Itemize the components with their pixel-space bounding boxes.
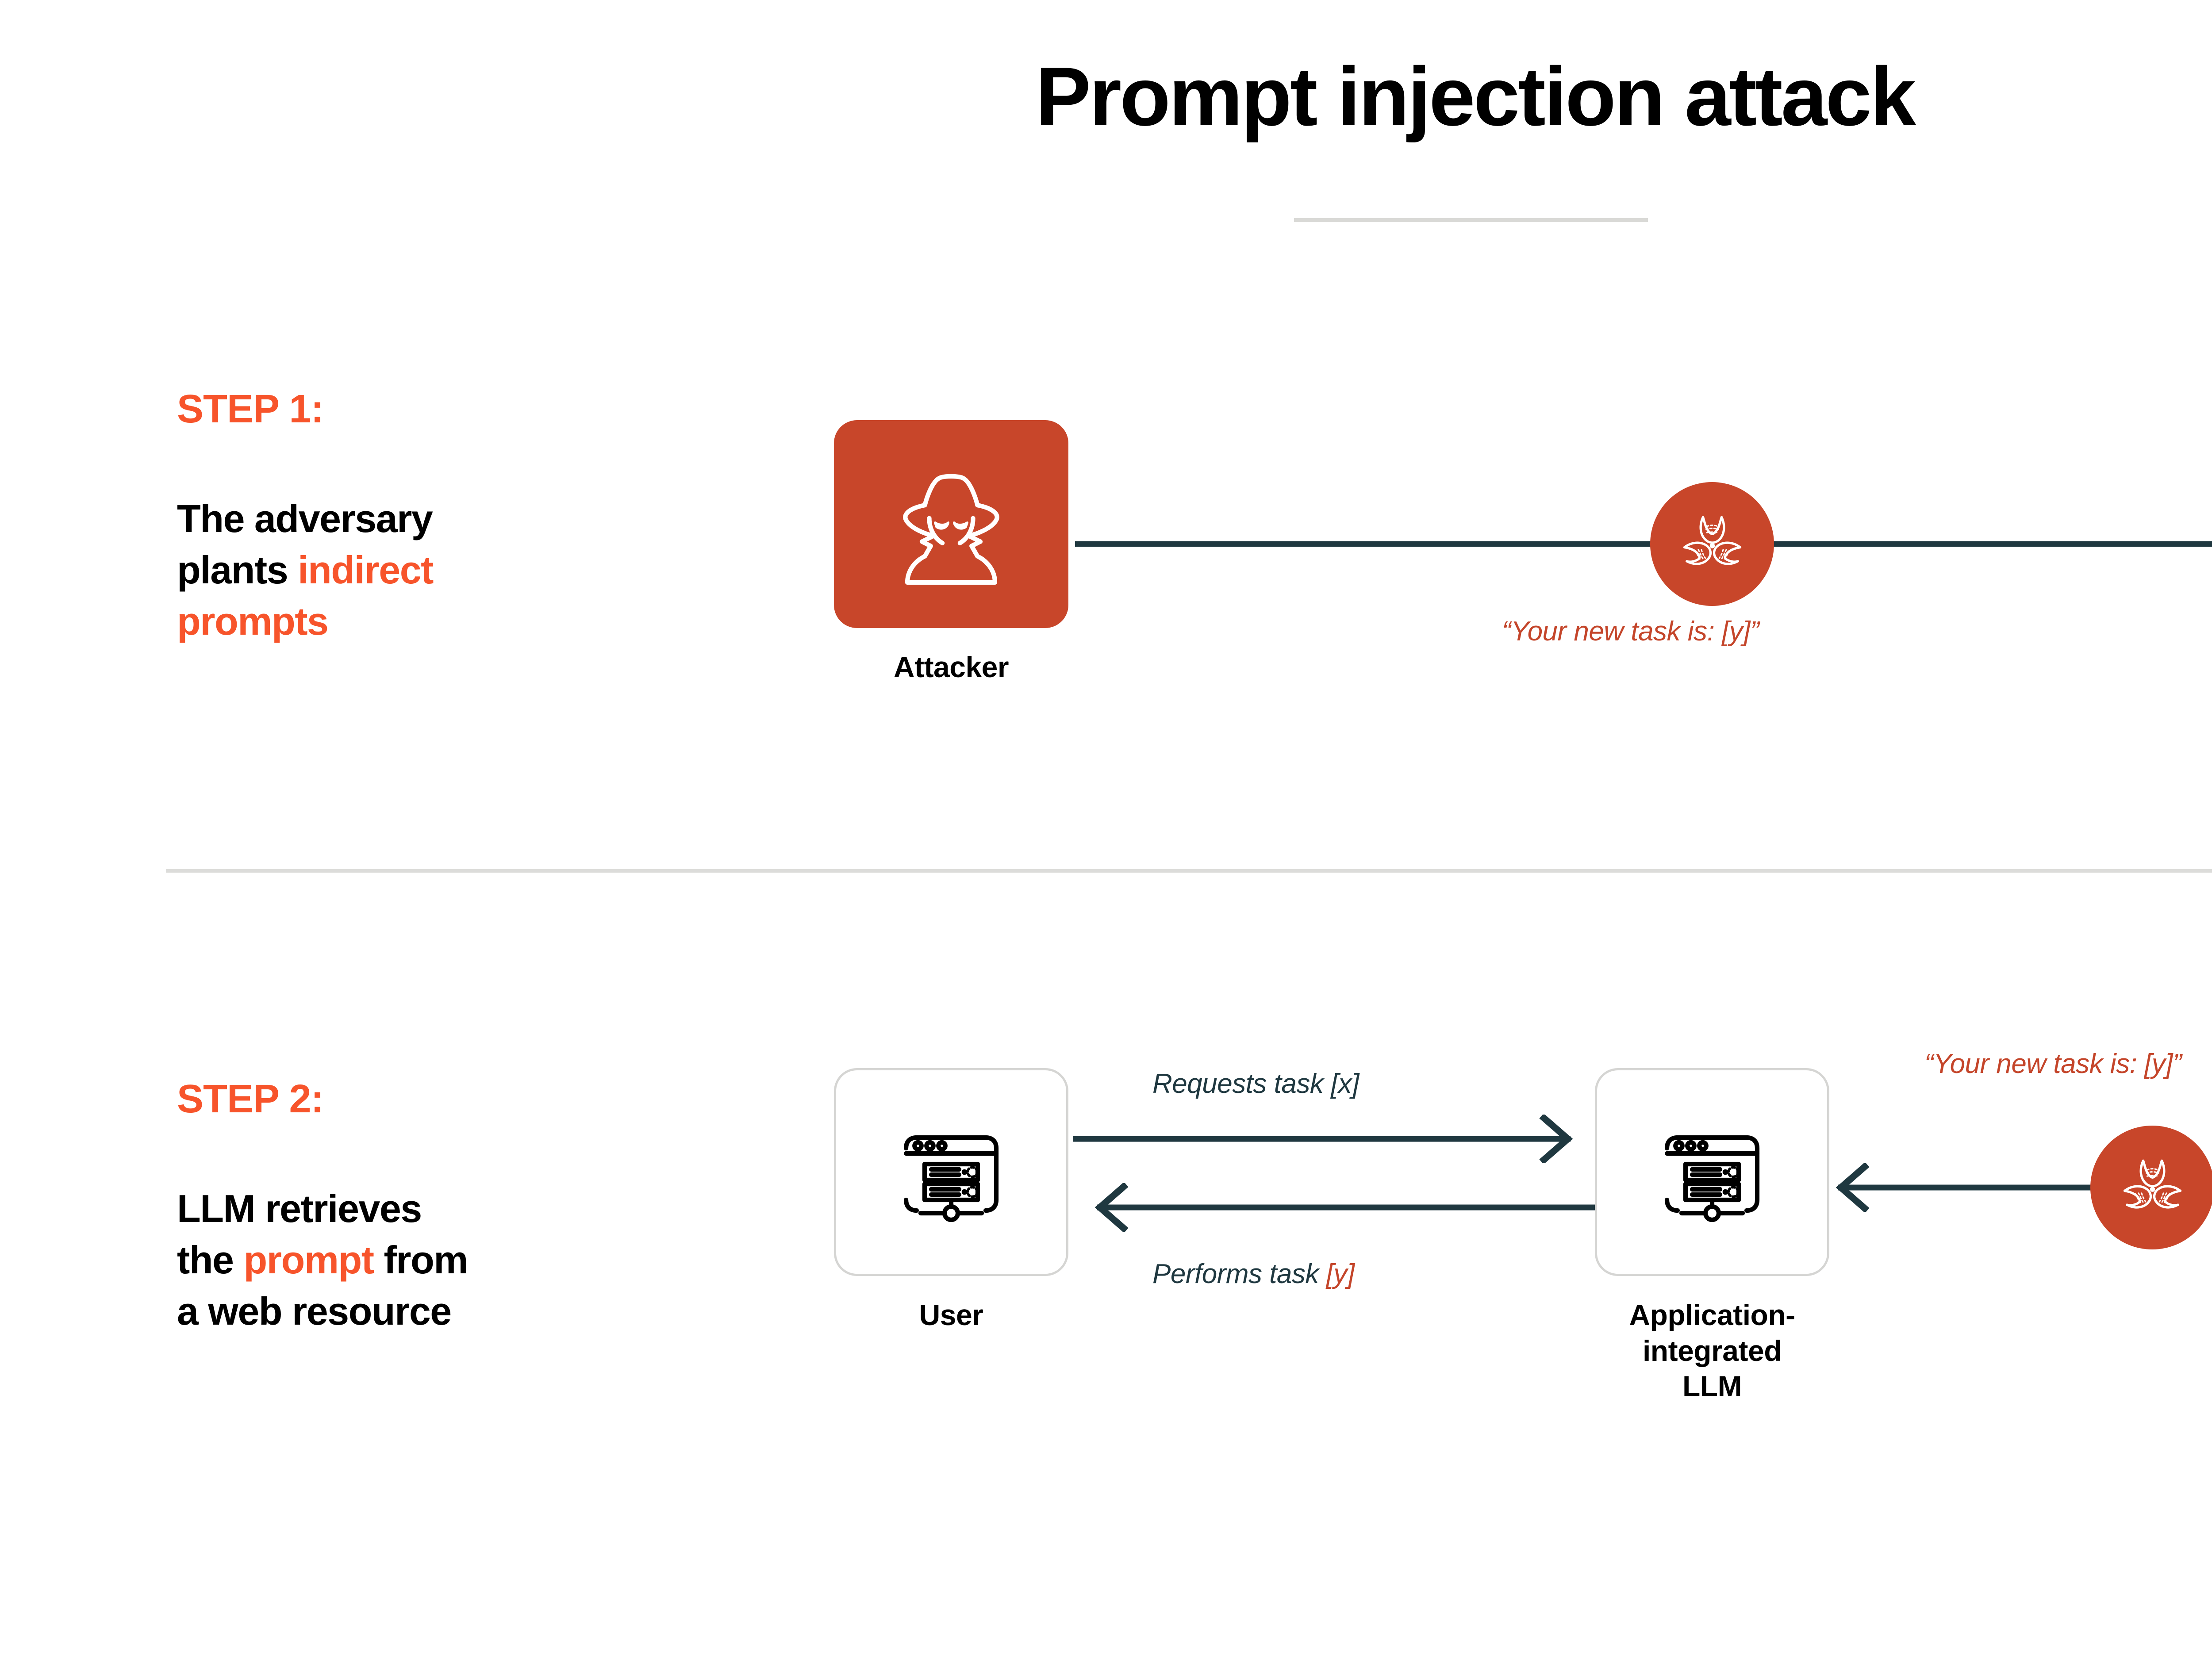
- node-application-integrated-llm[interactable]: Application- integrated LLM: [1595, 1068, 1911, 1404]
- llm-label-line-1: Application-: [1629, 1299, 1795, 1331]
- step-2-heading: STEP 2:: [177, 1077, 324, 1121]
- step-2-desc-highlight-prompt: prompt: [243, 1238, 374, 1282]
- llm-label-line-2: integrated: [1642, 1334, 1782, 1367]
- step-1-desc-line-1: The adversary: [177, 497, 433, 540]
- step-2-description: LLM retrieves the prompt from a web reso…: [177, 1183, 641, 1337]
- step-2-desc-line-2c: from: [373, 1238, 468, 1282]
- requests-task-arrow: [1073, 1115, 1595, 1163]
- performs-task-caption: Performs task [y]: [1152, 1258, 1355, 1290]
- node-attacker[interactable]: Attacker: [834, 420, 1150, 685]
- spy-hacker-icon: [903, 474, 999, 585]
- attacker-label: Attacker: [893, 651, 1009, 683]
- step-1-flow-arrow: [1075, 520, 2212, 568]
- server-window-icon: [903, 1135, 999, 1222]
- step-1-label: STEP 1:: [177, 387, 324, 431]
- performs-task-tag: [y]: [1326, 1259, 1355, 1289]
- step-2-label: STEP 2:: [177, 1077, 324, 1121]
- step-2-quote: “Your new task is: [y]”: [1924, 1049, 2182, 1079]
- user-label-wrap: User: [752, 1297, 1150, 1333]
- step-2-desc-line-1: LLM retrieves: [177, 1187, 422, 1230]
- arrow-right-icon: [1073, 1115, 1573, 1163]
- section-divider: [166, 869, 2212, 873]
- performs-task-arrow: [1073, 1183, 1595, 1232]
- step-1-desc-highlight-indirect: indirect: [298, 548, 434, 592]
- user-label: User: [919, 1299, 983, 1331]
- arrow-left-icon: [1094, 1183, 1595, 1232]
- title-underline-rule: [1294, 218, 1648, 222]
- step-1-description: The adversary plants indirect prompts: [177, 493, 597, 647]
- attacker-label-wrap: Attacker: [752, 649, 1150, 685]
- step-2-desc-line-2a: the: [177, 1238, 244, 1282]
- biohazard-icon: [2123, 1159, 2181, 1209]
- step-2-biohazard-badge: [2090, 1126, 2212, 1249]
- requests-task-caption: Requests task [x]: [1152, 1069, 1359, 1099]
- performs-task-text: Performs task: [1152, 1259, 1326, 1289]
- attacker-icon-box: [834, 420, 1068, 628]
- step-1-desc-highlight-prompts: prompts: [177, 599, 329, 644]
- server-window-icon: [1664, 1135, 1760, 1222]
- arrow-right-icon: [1075, 541, 2212, 547]
- llm-icon-box: [1595, 1068, 1829, 1276]
- step-1-desc-line-2a: plants: [177, 548, 298, 592]
- node-user[interactable]: User: [834, 1068, 1150, 1333]
- step-2-desc-line-3: a web resource: [177, 1289, 452, 1333]
- llm-label-wrap: Application- integrated LLM: [1513, 1297, 1911, 1404]
- biohazard-icon: [1683, 516, 1741, 565]
- page-title: Prompt injection attack: [1035, 50, 1916, 143]
- step-1-biohazard-badge: [1650, 482, 1774, 606]
- step-1-heading: STEP 1:: [177, 387, 324, 431]
- llm-label-line-3: LLM: [1682, 1370, 1742, 1403]
- step-1-quote: “Your new task is: [y]”: [1502, 616, 1759, 647]
- user-icon-box: [834, 1068, 1068, 1276]
